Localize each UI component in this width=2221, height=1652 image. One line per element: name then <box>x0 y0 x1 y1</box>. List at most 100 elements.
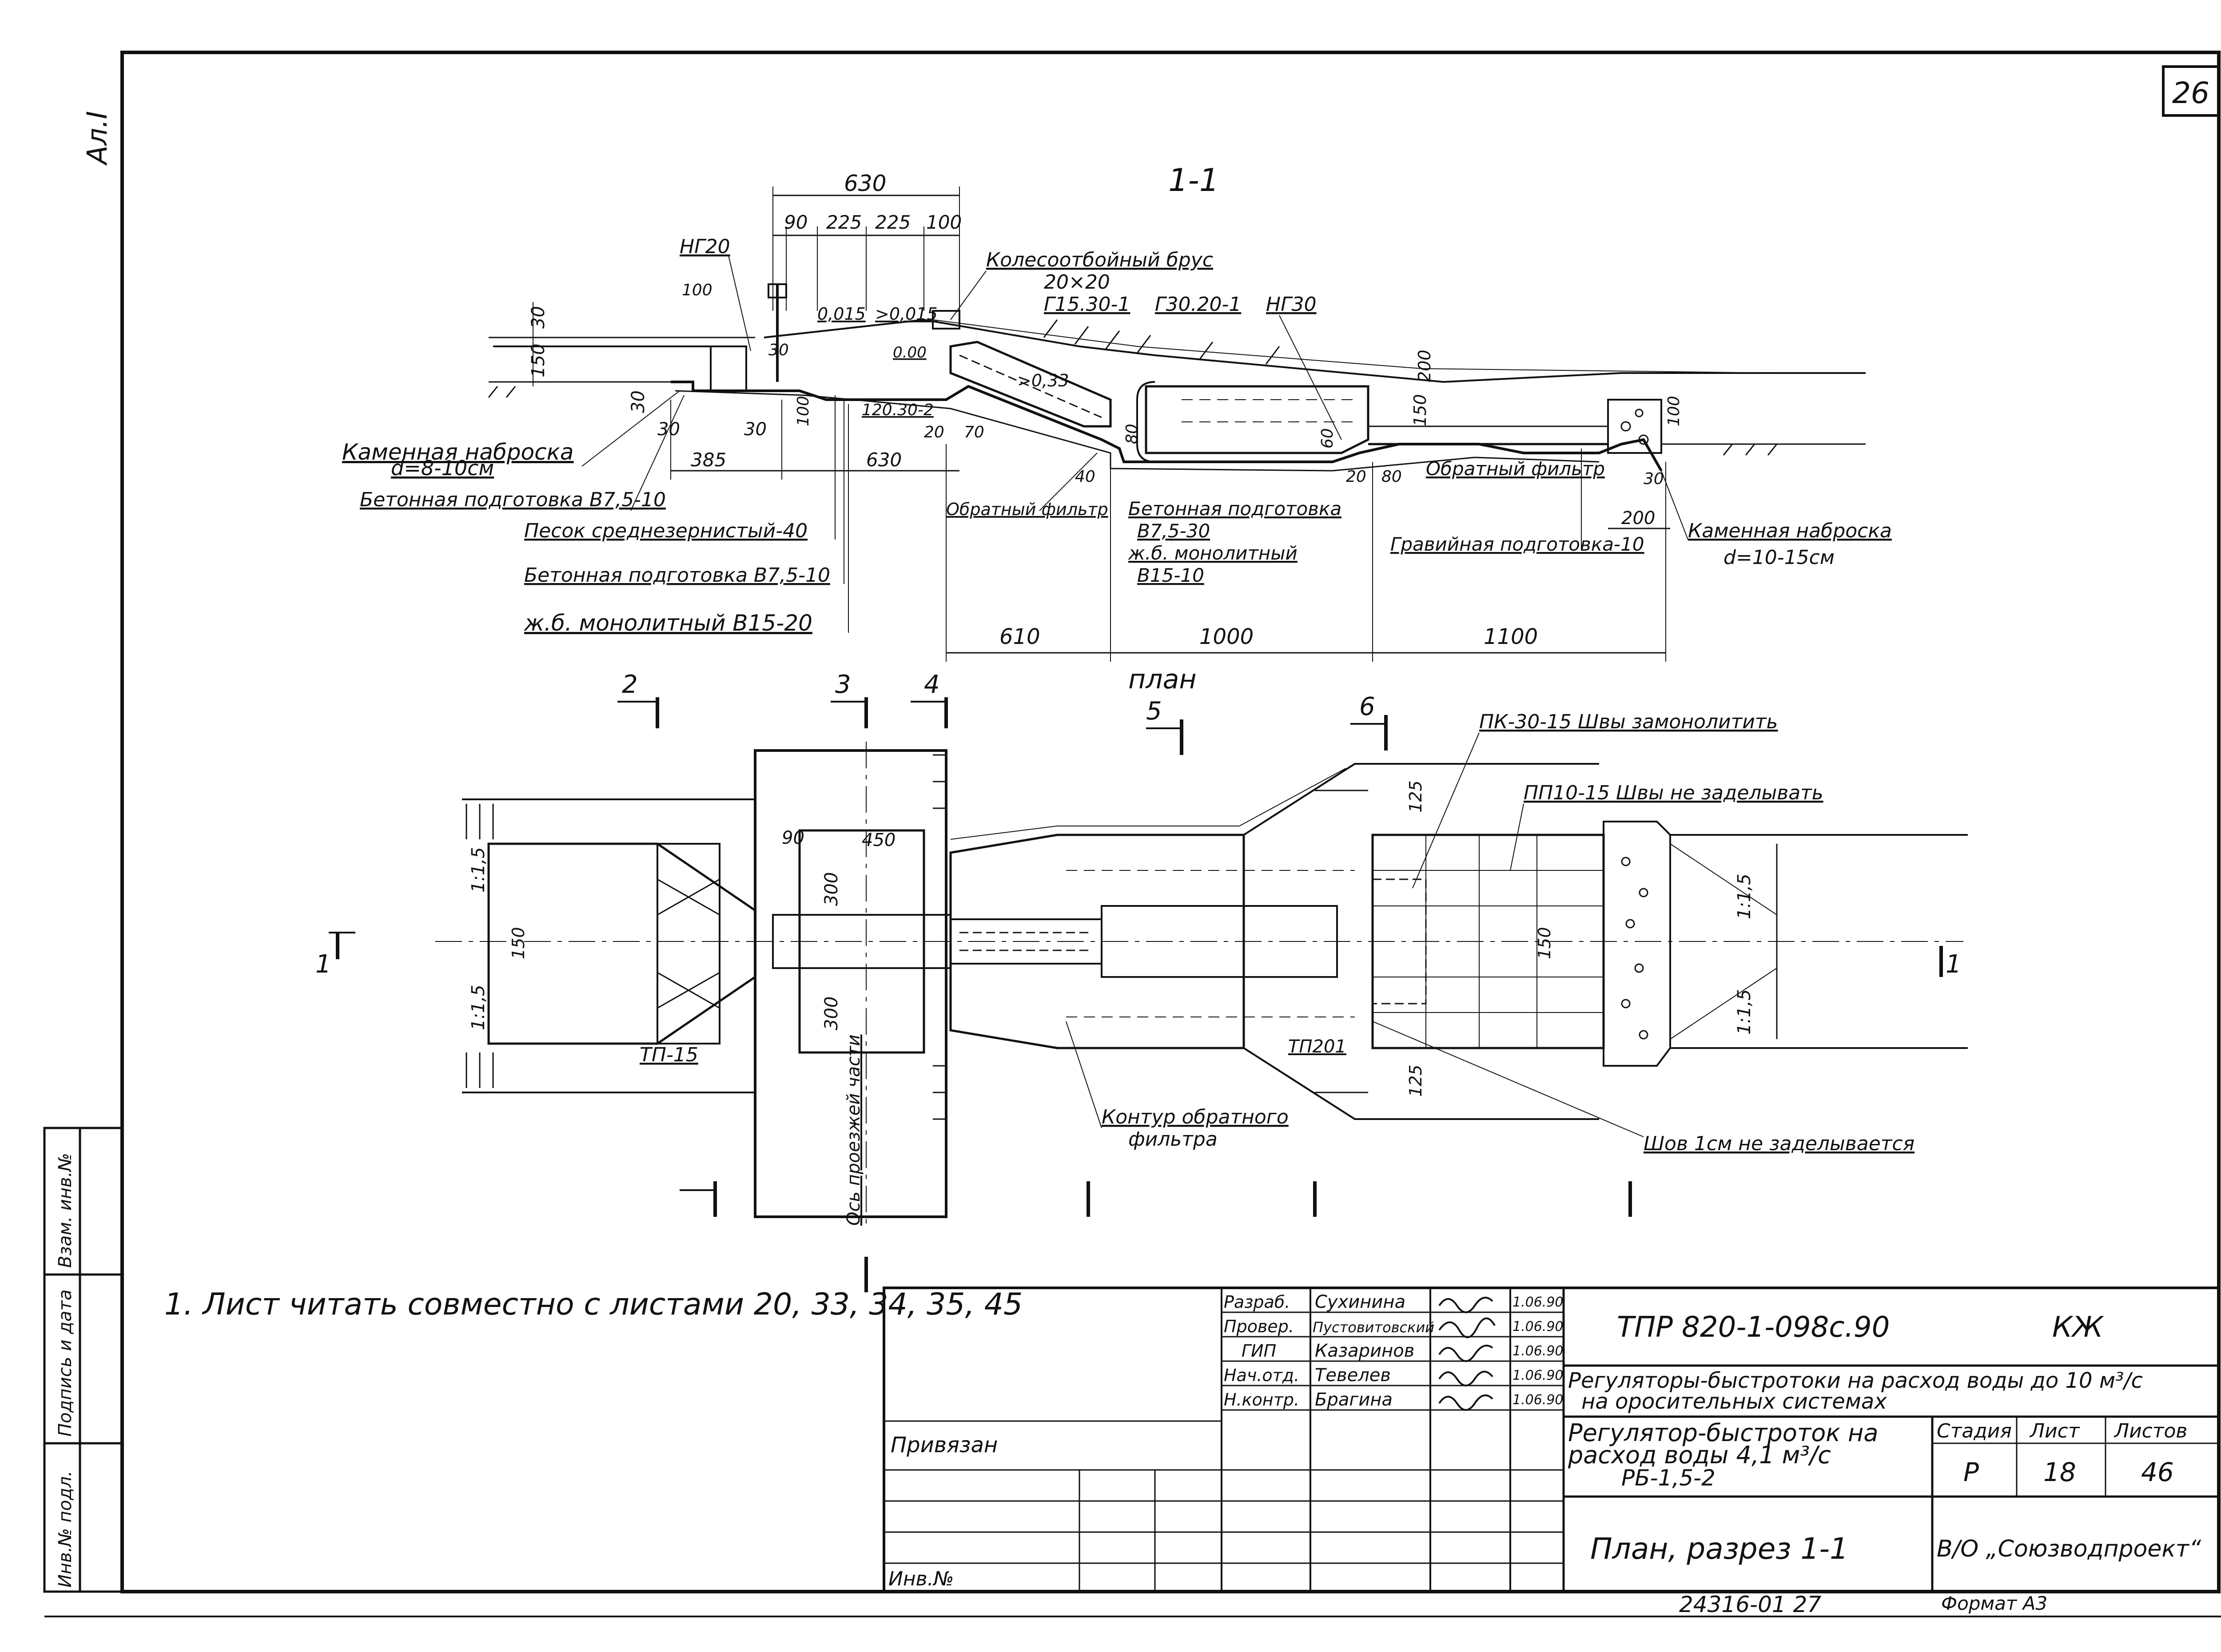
title-2c: РБ-1,5-2 <box>1621 1465 1716 1491</box>
plan-view: план Ось <box>315 664 1968 1292</box>
label-kam-d-right: d=10-15см <box>1723 546 1835 569</box>
role-razrab: Разраб. <box>1224 1292 1290 1312</box>
name-kazarinov: Казаринов <box>1315 1341 1414 1361</box>
cut-2-top: 2 <box>622 670 638 699</box>
margin-mark: Ал.I <box>81 111 113 166</box>
sheet-header: Лист <box>2029 1420 2080 1442</box>
label-shov: Шов 1см не заделывается <box>1644 1132 1915 1155</box>
label-pesok: Песок среднезернистый-40 <box>524 520 808 542</box>
dim-150-a: 150 <box>528 344 549 377</box>
dim-top-225b: 225 <box>875 211 911 233</box>
label-kam-d-left: d=8-10см <box>391 456 494 480</box>
plan-dim-450: 450 <box>862 830 896 850</box>
stage-header: Стадия <box>1937 1420 2012 1442</box>
sheets-value: 46 <box>2141 1457 2174 1487</box>
name-suhinina: Сухинина <box>1315 1292 1405 1312</box>
role-n-kontr: Н.контр. <box>1224 1390 1299 1410</box>
dim-200-a: 200 <box>1415 349 1434 382</box>
bottom-code: 24316-01 27 <box>1679 1592 1821 1617</box>
role-prover: Провер. <box>1224 1317 1294 1336</box>
dim-1000: 1000 <box>1199 624 1254 649</box>
stamp-vzam: Взам. инв.№ <box>55 1153 76 1268</box>
cut-1-right: 1 <box>1946 950 1962 979</box>
dim-top-225a: 225 <box>826 211 862 233</box>
inv-no: Инв.№ <box>888 1568 954 1590</box>
dim-80-a: 80 <box>1123 424 1141 444</box>
date-3: 1.06.90 <box>1513 1343 1564 1359</box>
stamp-podpis: Подпись и дата <box>55 1290 76 1437</box>
plan-title: план <box>1128 664 1197 695</box>
label-kolesootboy: Колесоотбойный брус <box>986 249 1213 271</box>
dim-30-e: 30 <box>768 341 789 359</box>
label-bet-podg-3: Бетонная подготовка <box>1128 498 1341 520</box>
stamp-inv-podl: Инв.№ подл. <box>55 1471 76 1588</box>
date-2: 1.06.90 <box>1513 1319 1564 1334</box>
label-kontur: Контур обратного <box>1102 1106 1289 1128</box>
dim-20: 20 <box>924 423 944 441</box>
doc-code: ТПР 820-1-098с.90 <box>1617 1311 1890 1344</box>
name-pustovitovsky: Пустовитовский <box>1313 1319 1434 1336</box>
dim-100-a: 100 <box>682 281 712 299</box>
plan-dim-300-a: 300 <box>821 872 842 906</box>
cut-3-top: 3 <box>835 670 851 699</box>
plan-dim-90: 90 <box>782 828 804 848</box>
dim-70: 70 <box>964 423 984 441</box>
date-4: 1.06.90 <box>1513 1368 1564 1383</box>
label-zhb-1: ж.б. монолитный В15-20 <box>524 610 812 636</box>
label-tp201: ТП201 <box>1288 1036 1346 1057</box>
dim-200-b: 200 <box>1621 508 1655 528</box>
dim-1100: 1100 <box>1484 624 1538 649</box>
title-3: План, разрез 1-1 <box>1590 1532 1848 1566</box>
label-slope3: >0,33 <box>1017 371 1069 390</box>
label-slope2: >0,015 <box>875 304 938 324</box>
slope-r1: 1:1,5 <box>1734 874 1755 919</box>
slope-r2: 1:1,5 <box>1734 989 1755 1035</box>
label-i20: 120.30-2 <box>862 401 934 419</box>
signature-2 <box>1438 1317 1496 1338</box>
plan-dim-150-b: 150 <box>1535 927 1554 959</box>
sheet-corner-number: 26 <box>2172 76 2209 110</box>
plan-dim-125-a: 125 <box>1406 780 1425 813</box>
section-title: 1-1 <box>1168 162 1219 199</box>
dim-610: 610 <box>999 624 1040 649</box>
role-nach-otd: Нач.отд. <box>1224 1366 1299 1385</box>
slope-l2: 1:1,5 <box>468 985 489 1030</box>
cut-6-top: 6 <box>1359 692 1375 721</box>
label-level: 0.00 <box>893 344 927 361</box>
label-obr-filtr-2: Обратный фильтр <box>1426 458 1605 480</box>
label-tp15: ТП-15 <box>640 1044 698 1066</box>
label-os: Ось проезжей части <box>844 1035 864 1226</box>
dim-385: 385 <box>691 449 726 471</box>
title-2b: расход воды 4,1 м³/с <box>1568 1441 1831 1469</box>
role-gip: ГИП <box>1242 1341 1276 1361</box>
signature-3 <box>1438 1345 1493 1362</box>
cut-5-top: 5 <box>1146 697 1162 726</box>
dim-150-b: 150 <box>1410 394 1430 426</box>
dim-30-d: 30 <box>744 419 767 440</box>
title-2: Регулятор-быстроток на <box>1568 1419 1878 1447</box>
privyazan: Привязан <box>891 1433 998 1457</box>
signature-5 <box>1438 1394 1493 1411</box>
cut-1-left: 1 <box>315 950 331 979</box>
label-zhb-2: ж.б. монолитный <box>1128 542 1298 564</box>
dim-top-630: 630 <box>844 171 886 196</box>
label-g30: Г30.20-1 <box>1155 293 1241 316</box>
section-1-1: 1-1 <box>342 162 1892 662</box>
label-slope1: 0,015 <box>817 304 866 324</box>
sheet-value: 18 <box>2043 1457 2076 1487</box>
format-label: Формат А3 <box>1941 1592 2047 1614</box>
label-kontur2: фильтра <box>1128 1128 1218 1151</box>
label-ng30: НГ30 <box>1266 293 1317 316</box>
dim-30-a: 30 <box>528 306 549 329</box>
title-1: Регуляторы-быстротоки на расход воды до … <box>1568 1368 2143 1393</box>
label-zhb-2b: В15-10 <box>1137 564 1204 586</box>
label-grav-podg: Гравийная подготовка-10 <box>1390 533 1644 555</box>
label-kolesootboy-size: 20×20 <box>1044 271 1110 294</box>
cut-4-top: 4 <box>924 670 940 699</box>
label-bet-podg-2: Бетонная подготовка В7,5-10 <box>524 564 830 587</box>
label-bet-podg-1: Бетонная подготовка В7,5-10 <box>360 488 666 511</box>
side-stamp: Инв.№ подл. Подпись и дата Взам. инв.№ <box>43 1127 123 1593</box>
dim-60: 60 <box>1318 428 1337 449</box>
sheet-note: 1. Лист читать совместно с листами 20, 3… <box>164 1287 1023 1322</box>
label-kam-nabroska-left: Каменная наброска <box>342 439 573 465</box>
